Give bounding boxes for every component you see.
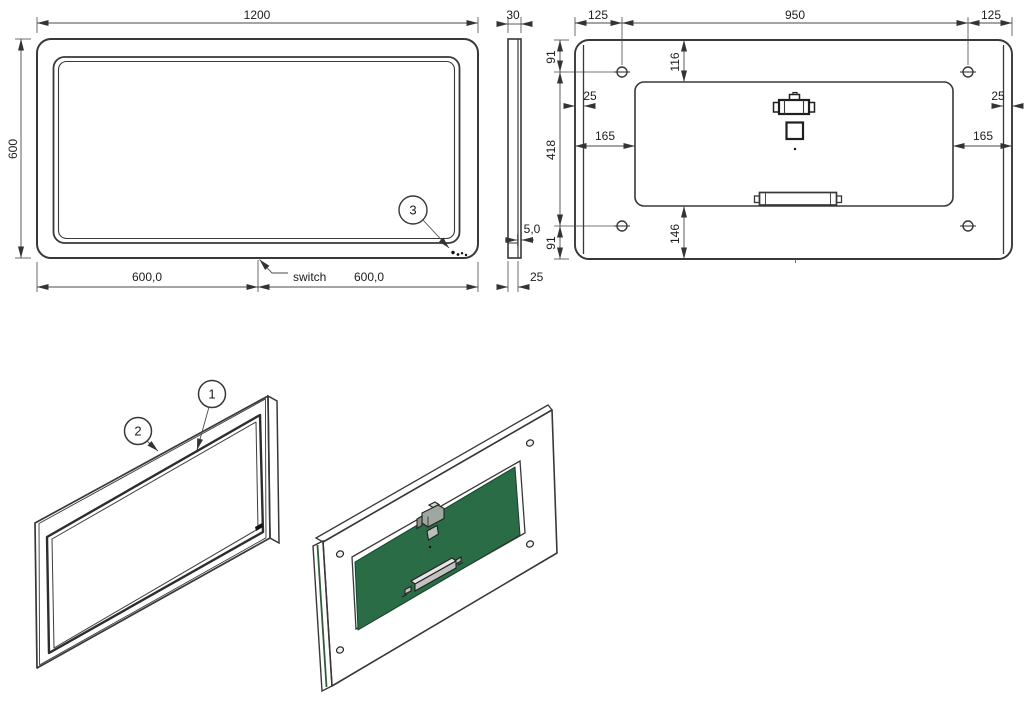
- switch-leader-line: [259, 259, 288, 274]
- dim-height-label: 600: [6, 139, 20, 159]
- dim-top-center-label: 950: [785, 8, 805, 22]
- iso-center-mark-dot: [428, 545, 432, 549]
- dim-left-top-label: 91: [544, 50, 558, 64]
- iso-touch-sensor-mark: [255, 523, 263, 531]
- iso-junction-box: [416, 501, 445, 530]
- dim-bottom-right-label: 600,0: [354, 270, 384, 284]
- dim-left-middle-label: 418: [544, 140, 558, 160]
- balloon-3-leader: [422, 219, 450, 249]
- dim-width-label: 1200: [244, 8, 271, 22]
- center-mark-dot: [793, 147, 797, 151]
- dim-edge-right-label: 25: [991, 89, 1005, 103]
- dim-recess-bottom-label: 146: [668, 224, 682, 244]
- led-channel-outer-line: [52, 56, 461, 244]
- iso-pcb-panel: [354, 466, 521, 631]
- balloon-1-label: 1: [208, 387, 215, 402]
- back-view: 125 950 125 91 418 91 25 25 165 165 116 …: [544, 8, 1024, 263]
- dim-left-bottom-label: 91: [544, 236, 558, 250]
- iso-recess-lip: [351, 459, 526, 631]
- back-panel: [574, 39, 1013, 260]
- iso-led-channel-outer: [45, 413, 265, 655]
- balloon-3-label: 3: [409, 203, 416, 218]
- iso-back-panel-face: [322, 409, 558, 687]
- dim-recess-right-label: 165: [973, 129, 993, 143]
- balloon-3-circle: [398, 195, 428, 225]
- cable-outlet-square: [785, 121, 805, 141]
- dim-frame-label: 25: [530, 270, 544, 284]
- side-profile: [507, 38, 522, 259]
- balloon-2-label: 2: [134, 424, 141, 439]
- iso-back-view: [312, 404, 558, 693]
- dim-edge-left-label: 25: [583, 89, 597, 103]
- dim-top-left-label: 125: [588, 8, 608, 22]
- iso-mounting-holes: [335, 439, 535, 654]
- dim-top-right-label: 125: [981, 8, 1001, 22]
- mounting-holes: [614, 66, 976, 232]
- mirror-outer-frame: [36, 38, 479, 259]
- balloon-2-circle: [123, 416, 153, 446]
- side-view: 30 5,0 25: [496, 8, 544, 292]
- iso-front-mirror-face: [34, 395, 271, 669]
- front-view: 1200 600 600,0 600,0 switch 3: [6, 8, 479, 292]
- dim-recess-left-label: 165: [595, 129, 615, 143]
- balloon-1-circle: [197, 379, 227, 409]
- balloon-2-leader: [146, 440, 159, 452]
- iso-front-bevel-line: [38, 398, 267, 666]
- switch-label: switch: [293, 270, 326, 284]
- iso-led-channel-inner: [51, 421, 259, 649]
- iso-hanger-bar: [401, 556, 464, 598]
- dim-glass-label: 5,0: [524, 222, 541, 236]
- dim-recess-top-label: 116: [668, 52, 682, 71]
- dim-bottom-left-label: 600,0: [132, 270, 162, 284]
- iso-cable-outlet-square: [426, 524, 440, 541]
- iso-back-glass-edge-line: [316, 544, 328, 688]
- junction-box: [772, 91, 816, 116]
- dim-depth-label: 30: [506, 8, 520, 22]
- led-channel-inner-line: [57, 60, 456, 240]
- hanger-bar: [753, 191, 843, 206]
- iso-front-view: 1 2: [34, 379, 280, 669]
- touch-sensor-dots: [451, 250, 468, 257]
- balloon-1-leader: [196, 406, 210, 451]
